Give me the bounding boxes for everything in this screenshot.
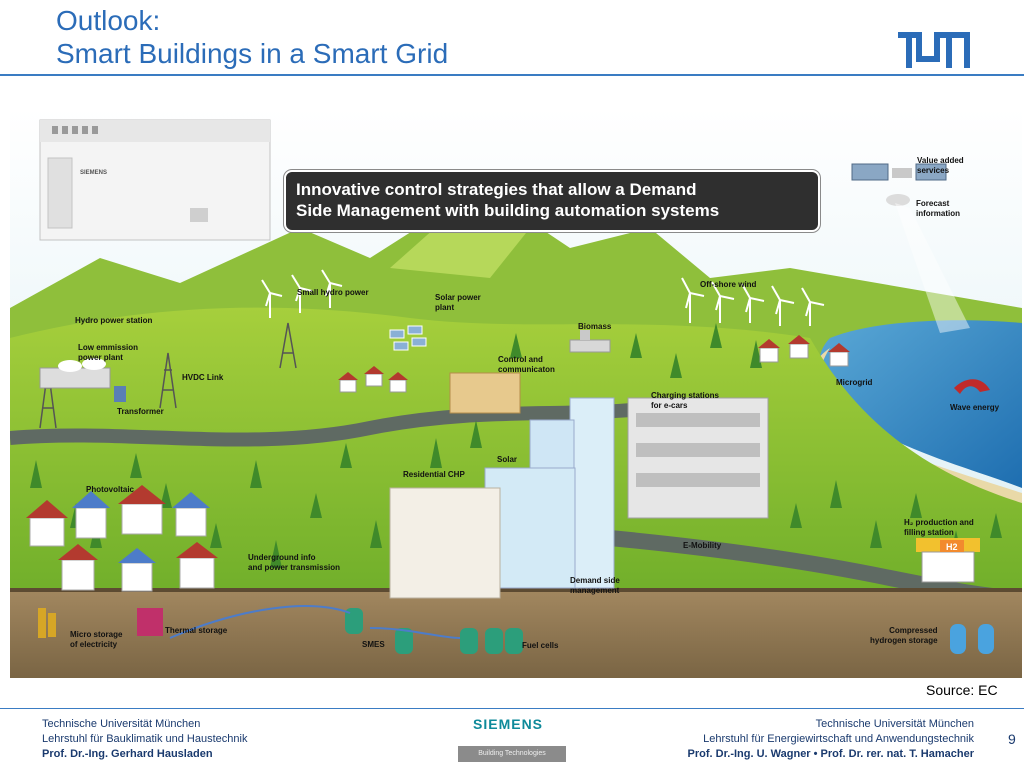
callout-box: Innovative control strategies that allow…	[284, 170, 820, 232]
title-line-2: Smart Buildings in a Smart Grid	[56, 38, 449, 69]
storage-tanks	[345, 608, 994, 654]
label-thermal-storage: Thermal storage	[165, 626, 228, 635]
land	[10, 307, 1022, 603]
siemens-logo: SIEMENS	[473, 716, 544, 732]
trees	[30, 323, 1002, 568]
page-number: 9	[1008, 731, 1016, 747]
solar-power-plant	[389, 325, 427, 351]
transmission-tower-icon	[39, 322, 297, 429]
smart-grid-illustration: H2 SIEMENS Value added services Forecast…	[10, 108, 1022, 678]
label-value-added-services: Value added services	[917, 156, 964, 175]
label-transformer: Transformer	[117, 407, 164, 416]
footer-right-professors: Prof. Dr.-Ing. U. Wagner • Prof. Dr. rer…	[687, 748, 974, 760]
pipes	[169, 605, 461, 639]
label-compressed-hydrogen: Compressed hydrogen storage	[870, 626, 938, 645]
label-control-communication: Control and communicaton	[498, 355, 555, 374]
title-divider	[0, 74, 1024, 76]
label-e-mobility: E-Mobility	[683, 541, 722, 550]
tum-logo	[898, 32, 970, 68]
house-icon	[172, 492, 210, 537]
callout-line-2: Side Management with building automation…	[296, 201, 720, 220]
satellite-beam	[895, 203, 970, 333]
label-forecast-information: Forecast information	[916, 199, 960, 218]
road	[10, 401, 651, 447]
label-low-emission-plant: Low emmission power plant	[78, 343, 139, 362]
label-h2-production: H₂ production and filling station	[904, 518, 974, 537]
label-micro-storage: Micro storage of electricity	[70, 630, 123, 649]
device-brand-label: SIEMENS	[80, 170, 107, 176]
house-icon	[118, 548, 156, 592]
village-houses	[338, 335, 850, 393]
title-line-1: Outlook:	[56, 5, 161, 36]
label-charging-stations: Charging stations for e-cars	[651, 391, 720, 410]
building-technologies-badge: Building Technologies	[458, 746, 566, 762]
wind-turbines-offshore	[681, 277, 825, 326]
label-hydro-power-station: Hydro power station	[75, 316, 153, 325]
biomass-plant	[569, 330, 611, 353]
residential-towers	[389, 397, 615, 599]
label-smes: SMES	[362, 640, 385, 649]
label-biomass: Biomass	[578, 322, 612, 331]
callout-line-1: Innovative control strategies that allow…	[296, 180, 697, 199]
footer-right-university: Technische Universität München	[815, 718, 974, 730]
thermal-storage-body	[137, 608, 163, 636]
wave-energy-device	[954, 379, 990, 394]
soil-top-line	[10, 588, 1022, 592]
h2-sign-label: H2	[946, 542, 958, 552]
h2-filling-station: H2	[916, 538, 980, 583]
label-offshore-wind: Off-shore wind	[700, 280, 757, 289]
footer-left-chair: Lehrstuhl für Bauklimatik und Haustechni…	[42, 733, 248, 745]
footer-left-university: Technische Universität München	[42, 718, 201, 730]
control-center-building	[449, 372, 521, 414]
house-icon	[118, 485, 166, 535]
label-solar: Solar	[497, 455, 518, 464]
slide-title: Outlook: Smart Buildings in a Smart Grid	[56, 4, 448, 70]
label-solar-power-plant: Solar power plant	[435, 293, 481, 312]
footer-right: Technische Universität München Lehrstuhl…	[688, 717, 974, 762]
building-automation-controller: SIEMENS	[39, 119, 271, 241]
label-underground-transmission: Underground info and power transmission	[248, 553, 341, 572]
footer-left-professor: Prof. Dr.-Ing. Gerhard Hausladen	[42, 748, 213, 760]
label-small-hydro-power: Small hydro power	[297, 288, 369, 297]
charging-station-building	[627, 397, 769, 519]
footer-right-chair: Lehrstuhl für Energiewirtschaft und Anwe…	[703, 733, 974, 745]
footer-left: Technische Universität München Lehrstuhl…	[42, 717, 247, 762]
label-photovoltaic: Photovoltaic	[86, 485, 135, 494]
micro-storage-units	[38, 608, 56, 638]
house-icon	[176, 542, 218, 589]
footer-divider	[0, 708, 1024, 709]
house-icon	[26, 500, 68, 547]
label-demand-side-management: Demand side management	[570, 576, 620, 595]
house-icon	[58, 544, 98, 591]
label-microgrid: Microgrid	[836, 378, 873, 387]
source-note: Source: EC	[926, 682, 998, 698]
sea	[819, 320, 1022, 488]
label-hvdc-link: HVDC Link	[182, 373, 224, 382]
label-residential-chp: Residential CHP	[403, 470, 465, 479]
houses-photovoltaic	[26, 485, 218, 592]
house-icon	[72, 491, 110, 539]
transformer-box	[114, 386, 126, 402]
wind-turbines-hill	[261, 269, 343, 318]
label-wave-energy: Wave energy	[950, 403, 1000, 412]
low-emission-power-plant	[39, 358, 111, 389]
smart-grid-scene: H2 SIEMENS	[10, 108, 1022, 678]
satellite-icon	[851, 163, 947, 206]
label-fuel-cells: Fuel cells	[522, 641, 559, 650]
